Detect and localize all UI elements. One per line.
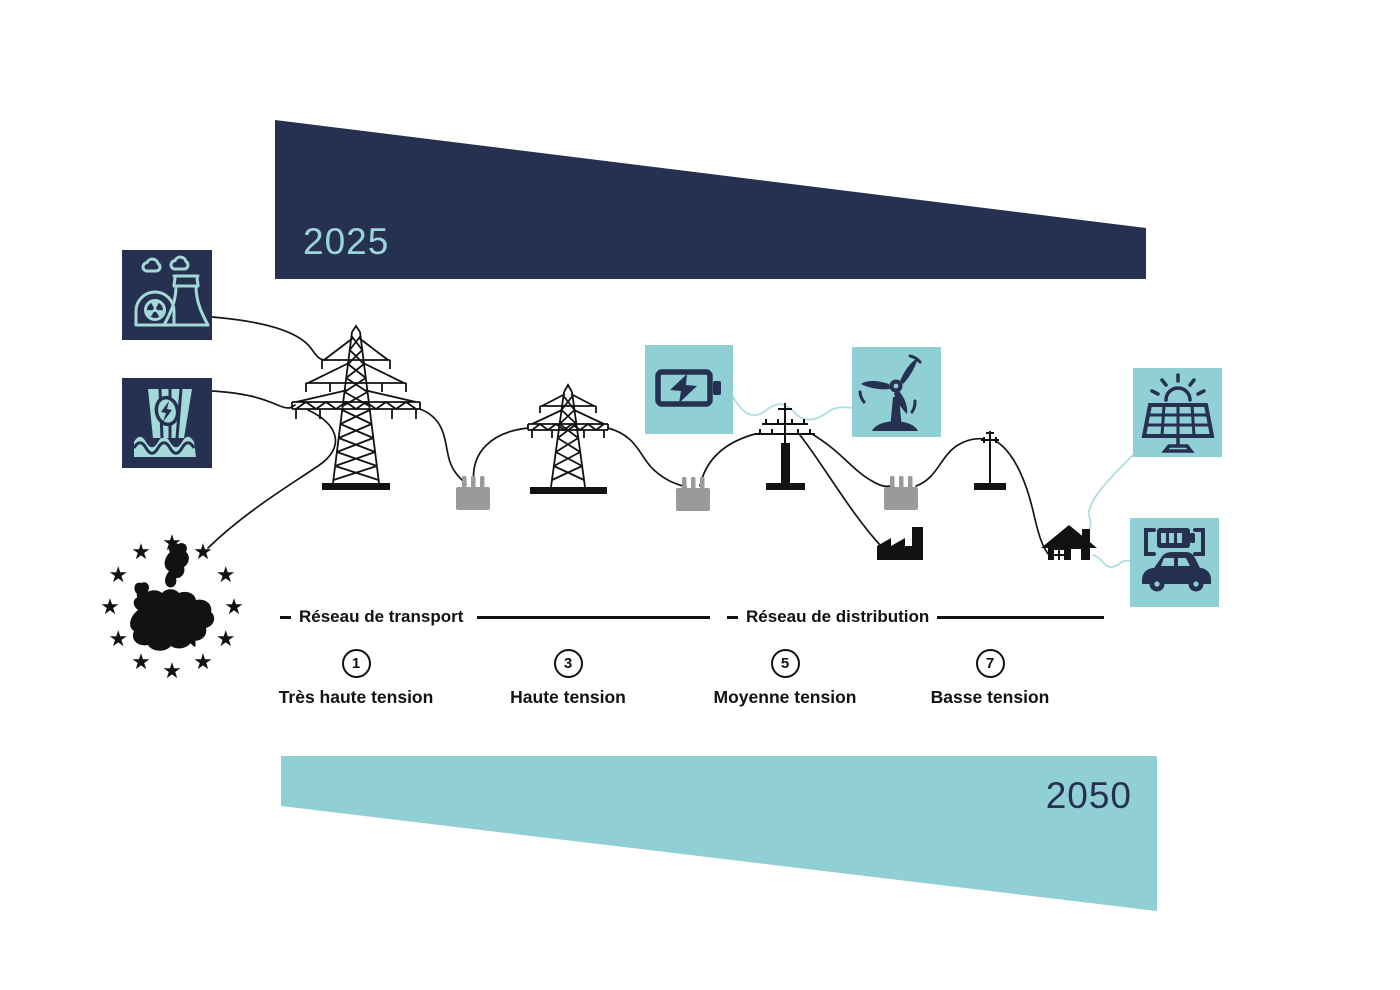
transformer-icons	[456, 476, 918, 511]
tower-to-transformer2-line	[607, 427, 687, 488]
stage-label: Haute tension	[510, 687, 626, 707]
stage-number: 7	[985, 655, 995, 672]
transport-line	[477, 616, 710, 619]
eu-star-icon: ★	[131, 538, 151, 564]
eu-star-icon: ★	[108, 562, 129, 587]
stage-number: 3	[563, 655, 573, 672]
transformer3-to-pole-line	[915, 437, 985, 487]
stage-basse-tension: 7 Basse tension	[880, 649, 1100, 708]
stage-number-badge: 7	[975, 649, 1005, 678]
distribution-dash	[727, 616, 738, 619]
eu-star-icon: ★	[224, 594, 244, 619]
eu-star-icon: ★	[100, 594, 120, 619]
hydroelectric-dam-icon	[122, 378, 212, 468]
europe-map	[130, 542, 215, 651]
stage-moyenne-tension: 5 Moyenne tension	[675, 649, 895, 708]
wedge-2025	[275, 120, 1146, 279]
stage-label: Moyenne tension	[713, 687, 857, 707]
nuclear-power-plant-icon	[122, 250, 212, 340]
nuclear-to-pylon-line	[211, 316, 325, 361]
stage-label: Très haute tension	[278, 687, 434, 707]
transformer1-to-tower-line	[472, 427, 529, 485]
pole-to-transformer3-line	[811, 433, 891, 488]
factory-icon	[877, 527, 923, 560]
utility-pole-small-icon	[974, 431, 1006, 490]
stage-label: Basse tension	[930, 687, 1050, 707]
hydro-to-pylon-line	[211, 390, 296, 409]
year-2025-label: 2025	[303, 221, 390, 262]
transformer2-to-pole-line	[699, 433, 756, 487]
stage-number-badge: 3	[553, 649, 583, 678]
house-to-ev-line	[1092, 554, 1131, 568]
eu-star-icon: ★	[193, 649, 213, 675]
eu-star-icon: ★	[193, 538, 213, 564]
wind-turbine-icon	[852, 347, 941, 437]
stage-number-badge: 1	[341, 649, 371, 678]
pylon-to-europe-line	[207, 409, 337, 549]
transmission-tower-icon	[527, 383, 609, 494]
solar-panel-icon	[1133, 368, 1222, 457]
transmission-pylon-icon	[291, 324, 421, 490]
transport-network-label: Réseau de transport	[299, 607, 464, 626]
eu-star-icon: ★	[162, 658, 182, 683]
pole-to-factory-line	[799, 434, 881, 546]
battery-to-wind-line	[732, 396, 853, 421]
pole-to-house-line	[993, 439, 1051, 557]
house-icon	[1041, 525, 1097, 560]
eu-star-icon: ★	[131, 649, 151, 675]
distribution-network-label: Réseau de distribution	[746, 607, 930, 626]
year-2050-label: 2050	[1045, 775, 1132, 816]
stage-tres-haute-tension: 1 Très haute tension	[246, 649, 466, 708]
eu-star-icon: ★	[108, 626, 129, 651]
ev-charging-car-icon	[1130, 518, 1219, 607]
transformer-icon	[456, 476, 490, 510]
wedge-2050	[281, 756, 1157, 911]
eu-star-icon: ★	[215, 626, 236, 651]
eu-star-icon: ★	[162, 530, 182, 555]
eu-star-icon: ★	[215, 562, 236, 587]
distribution-line	[937, 616, 1104, 619]
stage-number-badge: 5	[770, 649, 800, 678]
transformer-icon	[676, 477, 710, 511]
transformer-icon	[884, 476, 918, 510]
stage-haute-tension: 3 Haute tension	[458, 649, 678, 708]
transport-dash	[280, 616, 291, 619]
stage-number: 5	[780, 655, 790, 672]
battery-storage-icon	[645, 345, 733, 434]
stage-number: 1	[351, 655, 361, 672]
pylon-to-transformer1-line	[419, 408, 467, 485]
utility-pole-icon	[755, 403, 815, 490]
grid-links	[207, 316, 1051, 557]
